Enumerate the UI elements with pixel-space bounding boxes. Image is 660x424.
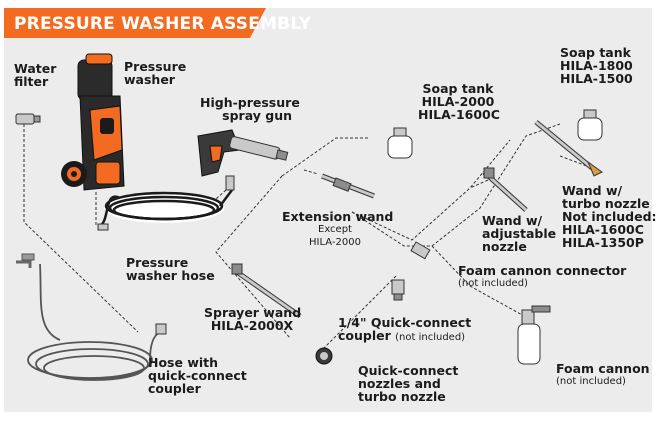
label-foam-connector: Foam cannon connector (not included) bbox=[458, 263, 627, 289]
title-banner bbox=[4, 8, 266, 38]
soap-tank-2000-icon bbox=[387, 127, 413, 159]
label-adjustable-wand: Wand w/ adjustable nozzle bbox=[482, 213, 557, 254]
connector-soap-tank bbox=[431, 123, 561, 247]
adjustable-wand-icon bbox=[482, 167, 528, 212]
connector-foam-cannon bbox=[431, 245, 525, 317]
label-sprayer-wand: Sprayer wand HILA-2000X bbox=[204, 305, 302, 333]
label-pressure-washer: Pressure washer bbox=[124, 59, 187, 87]
label-garden-hose: Hose with quick-connect coupler bbox=[148, 355, 247, 396]
foam-cannon-icon bbox=[517, 305, 551, 365]
pressure-hose-icon bbox=[97, 175, 235, 231]
extension-wand-icon bbox=[321, 173, 375, 199]
pressure-washer-icon bbox=[61, 53, 125, 191]
label-soap-tank-1800: Soap tank HILA-1800 HILA-1500 bbox=[560, 45, 633, 86]
foam-connector-icon bbox=[410, 241, 431, 260]
label-pressure-hose: Pressure washer hose bbox=[126, 255, 215, 283]
turbo-wand-icon bbox=[534, 120, 603, 177]
connector-filter-hose bbox=[23, 124, 139, 333]
connector-ext-wand bbox=[303, 169, 319, 175]
quick-coupler-icon bbox=[391, 279, 405, 301]
title-banner-shape bbox=[4, 8, 266, 38]
garden-hose-icon bbox=[16, 253, 167, 381]
soap-tank-1800-icon bbox=[577, 109, 603, 141]
connector-quick-coupler bbox=[321, 275, 397, 351]
label-extension-wand: Extension wand Except HILA-2000 bbox=[282, 209, 394, 248]
connector-turbo-wand bbox=[559, 155, 593, 169]
label-nozzles: Quick-connect nozzles and turbo nozzle bbox=[358, 363, 459, 404]
label-turbo-wand: Wand w/ turbo nozzle Not included: HILA-… bbox=[562, 183, 657, 250]
connector-gun-sprayer bbox=[215, 175, 291, 339]
sprayer-wand-icon bbox=[231, 263, 302, 319]
connector-adjustable-wand bbox=[469, 179, 489, 189]
label-soap-tank-2000: Soap tank HILA-2000 HILA-1600C bbox=[418, 81, 500, 122]
connector-foam-link bbox=[351, 139, 511, 241]
water-filter-icon bbox=[15, 113, 41, 125]
label-quick-coupler: 1/4" Quick-connect coupler (not included… bbox=[338, 315, 472, 343]
connection-lines bbox=[23, 123, 593, 351]
spray-gun-icon bbox=[197, 129, 289, 177]
connector-network bbox=[281, 137, 370, 177]
label-spray-gun: High-pressure spray gun bbox=[200, 95, 300, 123]
nozzles-icon bbox=[315, 347, 333, 365]
label-foam-cannon: Foam cannon (not included) bbox=[556, 361, 650, 387]
label-water-filter: Water filter bbox=[14, 61, 57, 89]
page-title: PRESSURE WASHER ASSEMBLY bbox=[14, 14, 312, 34]
